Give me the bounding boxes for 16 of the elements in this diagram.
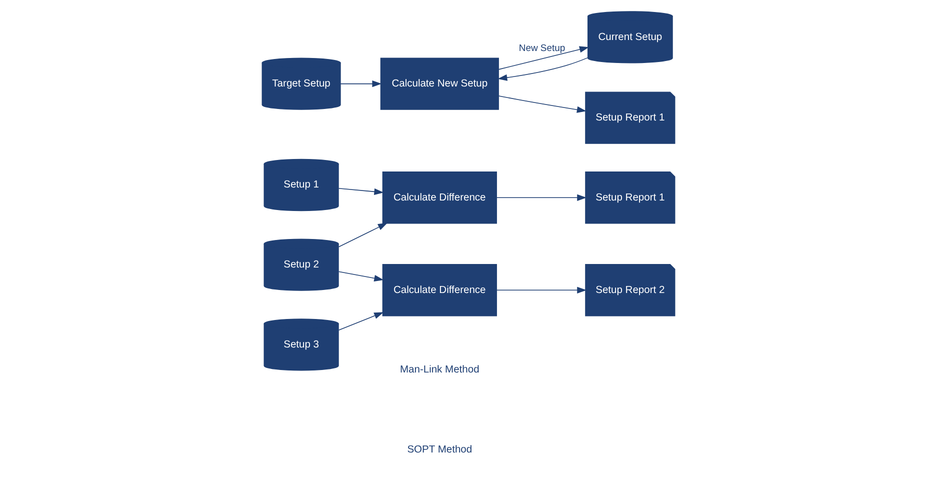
arrow [338,271,384,282]
node-box: Calculate New Setup [380,58,499,110]
edge-label: New Setup [518,43,566,54]
arrow [338,222,388,248]
arrow [498,46,589,70]
arrow [338,312,384,330]
label: Man-Link Method [400,364,480,376]
arrow [496,194,587,201]
arrow [496,286,587,294]
arrow [498,95,586,113]
node-box: Calculate Difference [382,172,497,224]
node-box: Calculate Difference [382,264,497,316]
arrow [340,80,382,88]
label: SOPT Method [407,444,472,456]
arrow [498,57,588,81]
arrow [338,188,384,195]
